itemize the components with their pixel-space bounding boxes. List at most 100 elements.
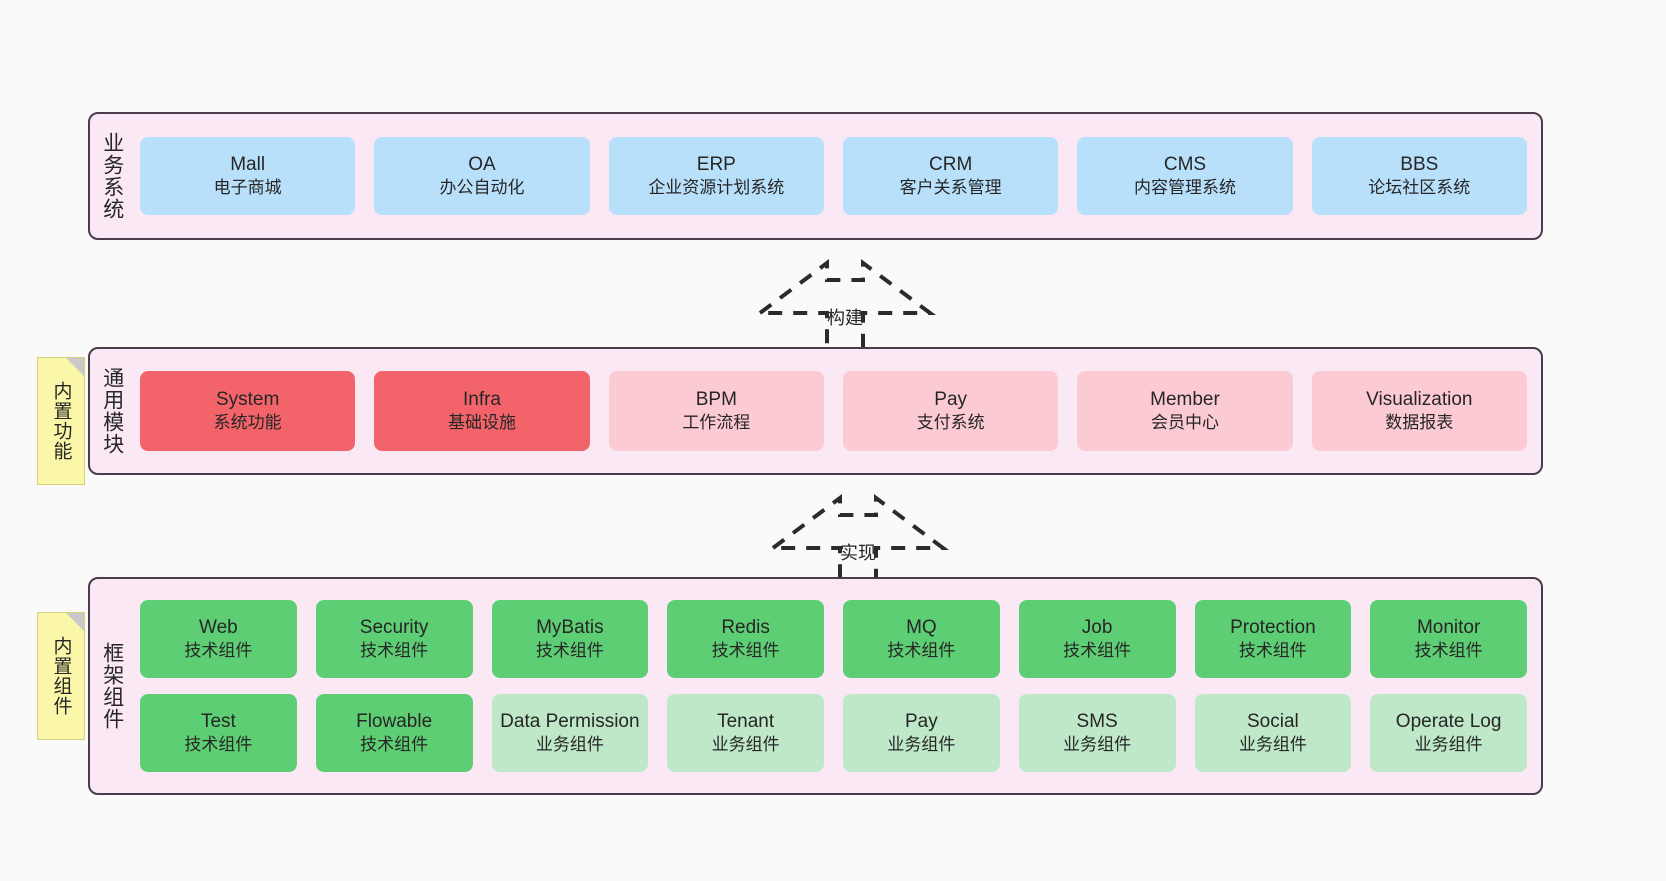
card-subtitle: 内容管理系统 [1133,178,1236,198]
card-title: CRM [929,153,973,175]
card-pay-component[interactable]: Pay 业务组件 [843,694,1000,772]
card-pay-module[interactable]: Pay 支付系统 [842,371,1059,451]
card-subtitle: 业务组件 [887,735,956,755]
card-title: Monitor [1416,616,1481,638]
card-data-permission[interactable]: Data Permission 业务组件 [491,694,649,772]
card-crm[interactable]: CRM 客户关系管理 [842,137,1059,215]
card-test[interactable]: Test 技术组件 [140,694,297,772]
card-subtitle: 技术组件 [711,641,780,661]
card-subtitle: 技术组件 [1238,641,1307,661]
card-subtitle: 会员中心 [1150,413,1219,433]
card-title: MQ [906,616,937,638]
card-title: Job [1081,616,1113,638]
card-operate-log[interactable]: Operate Log 业务组件 [1370,694,1527,772]
card-title: SMS [1076,710,1118,732]
card-mq[interactable]: MQ 技术组件 [843,600,1000,678]
card-web[interactable]: Web 技术组件 [140,600,297,678]
business-card-row: Mall 电子商城 OA 办公自动化 ERP 企业资源计划系统 CRM 客户关系… [140,137,1527,215]
common-card-row: System 系统功能 Infra 基础设施 BPM 工作流程 Pay 支付系统… [140,371,1527,451]
card-subtitle: 基础设施 [447,413,516,433]
card-title: Mall [230,153,266,175]
arrow-up-outline-icon [753,259,937,360]
card-cms[interactable]: CMS 内容管理系统 [1077,137,1293,215]
card-title: Protection [1230,616,1316,638]
layer-label-common-modules: 通用模块 [100,367,124,455]
note-text: 内置组件 [50,636,72,716]
layer-business-systems: 业务系统 Mall 电子商城 OA 办公自动化 ERP 企业资源计划系统 CRM… [88,112,1543,240]
framework-card-row-technical: Web 技术组件 Security 技术组件 MyBatis 技术组件 Redi… [140,600,1527,678]
card-tenant[interactable]: Tenant 业务组件 [667,694,824,772]
card-visualization[interactable]: Visualization 数据报表 [1311,371,1527,451]
card-erp[interactable]: ERP 企业资源计划系统 [608,137,824,215]
card-redis[interactable]: Redis 技术组件 [667,600,824,678]
card-mybatis[interactable]: MyBatis 技术组件 [491,600,649,678]
card-social[interactable]: Social 业务组件 [1194,694,1352,772]
framework-card-row-business: Test 技术组件 Flowable 技术组件 Data Permission … [140,694,1527,772]
card-title: Data Permission [500,710,640,732]
card-title: Visualization [1366,388,1473,410]
card-title: Social [1247,710,1299,732]
card-title: Tenant [717,710,775,732]
card-subtitle: 技术组件 [1063,641,1132,661]
card-title: Operate Log [1395,710,1502,732]
card-protection[interactable]: Protection 技术组件 [1194,600,1352,678]
card-monitor[interactable]: Monitor 技术组件 [1370,600,1527,678]
layer-body-common-modules: System 系统功能 Infra 基础设施 BPM 工作流程 Pay 支付系统… [134,349,1541,473]
card-subtitle: 客户关系管理 [899,178,1002,198]
card-title: System [215,388,280,410]
card-subtitle: 业务组件 [1414,735,1483,755]
arrow-build: 构建 [753,258,937,360]
card-title: CMS [1163,153,1207,175]
card-subtitle: 支付系统 [916,413,985,433]
card-subtitle: 工作流程 [682,413,751,433]
arrow-implement-label: 实现 [840,543,876,563]
card-subtitle: 技术组件 [887,641,956,661]
card-title: Pay [934,388,968,410]
card-title: Infra [462,388,501,410]
layer-body-framework-components: Web 技术组件 Security 技术组件 MyBatis 技术组件 Redi… [134,579,1541,793]
layer-body-business-systems: Mall 电子商城 OA 办公自动化 ERP 企业资源计划系统 CRM 客户关系… [134,114,1541,238]
card-subtitle: 办公自动化 [439,178,525,198]
card-oa[interactable]: OA 办公自动化 [374,137,590,215]
card-subtitle: 数据报表 [1385,413,1454,433]
note-builtin-component: 内置组件 [37,612,85,740]
card-system[interactable]: System 系统功能 [140,371,356,451]
card-subtitle: 技术组件 [1414,641,1483,661]
card-bpm[interactable]: BPM 工作流程 [608,371,824,451]
card-title: Pay [905,710,938,732]
card-subtitle: 业务组件 [711,735,780,755]
card-title: BPM [695,388,737,410]
card-member[interactable]: Member 会员中心 [1077,371,1293,451]
note-text: 内置功能 [50,381,72,461]
card-subtitle: 技术组件 [535,641,604,661]
card-infra[interactable]: Infra 基础设施 [374,371,590,451]
layer-common-modules: 通用模块 System 系统功能 Infra 基础设施 BPM 工作流程 Pay… [88,347,1543,475]
card-subtitle: 业务组件 [1238,735,1307,755]
card-title: OA [468,153,496,175]
card-title: Redis [721,616,770,638]
card-job[interactable]: Job 技术组件 [1018,600,1176,678]
card-bbs[interactable]: BBS 论坛社区系统 [1311,137,1527,215]
card-security[interactable]: Security 技术组件 [315,600,473,678]
card-subtitle: 技术组件 [360,735,429,755]
card-mall[interactable]: Mall 电子商城 [140,137,356,215]
card-subtitle: 论坛社区系统 [1368,178,1471,198]
card-sms[interactable]: SMS 业务组件 [1018,694,1176,772]
card-flowable[interactable]: Flowable 技术组件 [315,694,473,772]
card-title: ERP [696,153,736,175]
card-subtitle: 系统功能 [213,413,282,433]
card-subtitle: 业务组件 [1063,735,1132,755]
arrow-build-label: 构建 [827,308,863,328]
card-subtitle: 技术组件 [184,735,253,755]
card-subtitle: 企业资源计划系统 [648,178,785,198]
card-subtitle: 技术组件 [184,641,253,661]
card-title: Security [359,616,429,638]
card-title: Member [1150,388,1220,410]
layer-framework-components: 框架组件 Web 技术组件 Security 技术组件 MyBatis 技术组件… [88,577,1543,795]
card-title: Test [200,710,236,732]
note-builtin-function: 内置功能 [37,357,85,485]
card-subtitle: 电子商城 [213,178,282,198]
card-subtitle: 技术组件 [360,641,429,661]
card-title: BBS [1400,153,1439,175]
